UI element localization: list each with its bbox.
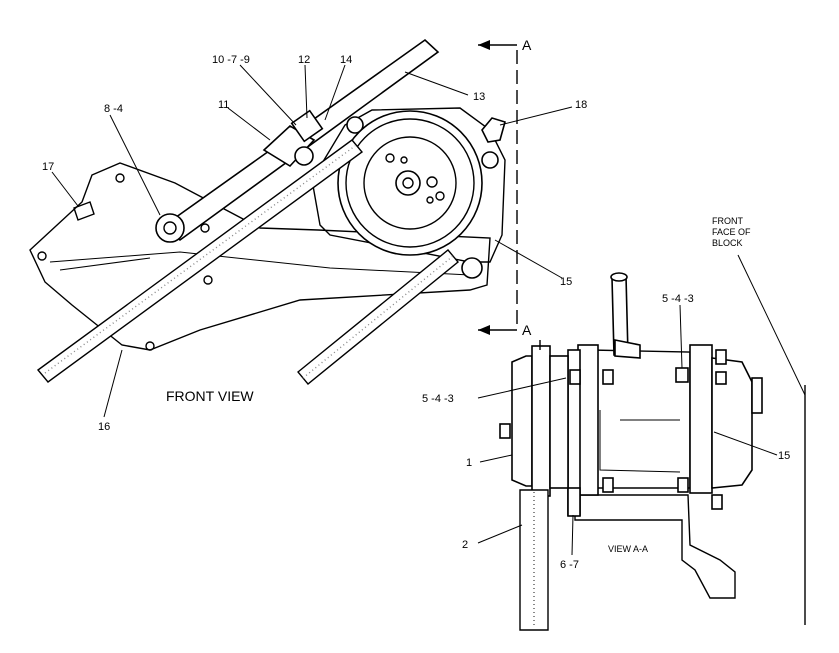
section-arrowhead-bottom <box>478 325 490 335</box>
bolt-head <box>711 494 723 510</box>
plate-bolt <box>481 151 499 169</box>
plate-bolt <box>461 257 483 279</box>
bolt-head <box>602 477 614 493</box>
callout-5-4-3-left: 5 -4 -3 <box>422 393 454 405</box>
compressor-rear-head <box>689 344 713 494</box>
pulley-clutch-side <box>511 355 533 487</box>
section-letter-bottom: A <box>522 322 532 338</box>
bolt-head <box>715 349 727 365</box>
section-letter-top: A <box>522 37 532 53</box>
tensioner-nut <box>290 109 324 143</box>
callout-16: 16 <box>98 421 110 433</box>
bracket-inner-edge <box>49 251 471 276</box>
pivot-bolt <box>155 213 185 243</box>
callout-15-side: 15 <box>778 450 790 462</box>
engine-bracket-foot <box>574 494 736 599</box>
callout-12: 12 <box>298 54 310 66</box>
compressor-pulley-hub <box>363 136 457 230</box>
front-view <box>29 38 573 418</box>
pulley-rim-side <box>531 345 551 497</box>
callout-13: 13 <box>473 91 485 103</box>
bracket-hole <box>145 341 155 351</box>
compressor-fitting <box>481 117 506 143</box>
compressor-pulley-groove <box>345 118 475 248</box>
view-aa-title: VIEW A-A <box>608 544 648 554</box>
hub-hole <box>400 156 408 164</box>
bracket-hole <box>37 251 47 261</box>
front-face-leader <box>737 254 806 396</box>
callout-8-4: 8 -4 <box>104 103 123 115</box>
bolt-head <box>602 369 614 385</box>
front-face-note-line3: BLOCK <box>712 238 743 248</box>
callout-18: 18 <box>575 99 587 111</box>
hub-hole <box>385 153 395 163</box>
belt-texture <box>44 145 356 374</box>
plate-bolt <box>346 116 364 134</box>
callout-14: 14 <box>340 54 352 66</box>
bolt-head <box>569 369 581 385</box>
rear-boss <box>751 377 763 414</box>
compressor-shaft-nut <box>395 170 421 196</box>
bracket-hole <box>115 173 125 183</box>
front-view-title: FRONT VIEW <box>166 388 254 404</box>
top-fitting-cap <box>610 272 628 282</box>
callout-labels: 10 -7 -9 12 14 13 18 11 8 -4 17 15 16 5 … <box>42 37 790 571</box>
compressor-rear-cap <box>711 357 753 489</box>
side-leader-lines <box>477 304 778 556</box>
section-arrowhead-top <box>478 40 490 50</box>
bolt-head <box>499 423 511 439</box>
callout-1: 1 <box>466 457 472 469</box>
callout-6-7: 6 -7 <box>560 559 579 571</box>
compressor-front-plate <box>577 344 599 496</box>
side-view-aa <box>477 254 806 631</box>
pulley-web-side <box>549 355 569 489</box>
belt-texture <box>302 255 454 379</box>
top-fitting-nut <box>614 339 641 359</box>
bolt-head <box>677 477 689 493</box>
bracket-inner-edge-2 <box>59 257 151 271</box>
pivot-bolt-center <box>163 221 177 235</box>
front-face-note-line1: FRONT <box>712 216 743 226</box>
callout-11: 11 <box>218 99 229 111</box>
callout-10-7-9: 10 -7 -9 <box>212 54 250 66</box>
tensioner-bolt-head <box>294 146 314 166</box>
bracket-slot <box>73 201 95 221</box>
callout-5-4-3-top: 5 -4 -3 <box>662 293 694 305</box>
bolt-head <box>715 371 727 385</box>
bolt-head <box>675 367 689 383</box>
compressor-shaft <box>402 177 414 189</box>
leader-lines <box>51 64 573 418</box>
callout-17: 17 <box>42 161 54 173</box>
bolt-head <box>567 487 581 517</box>
bracket-hole <box>200 223 210 233</box>
bracket-hole <box>203 275 213 285</box>
callout-2: 2 <box>462 539 468 551</box>
hub-hole <box>426 176 438 188</box>
callout-15-front: 15 <box>560 276 572 288</box>
hub-hole <box>435 191 445 201</box>
front-face-note-line2: FACE OF <box>712 227 751 237</box>
hub-hole <box>426 196 434 204</box>
compressor-body-contour <box>599 410 681 473</box>
